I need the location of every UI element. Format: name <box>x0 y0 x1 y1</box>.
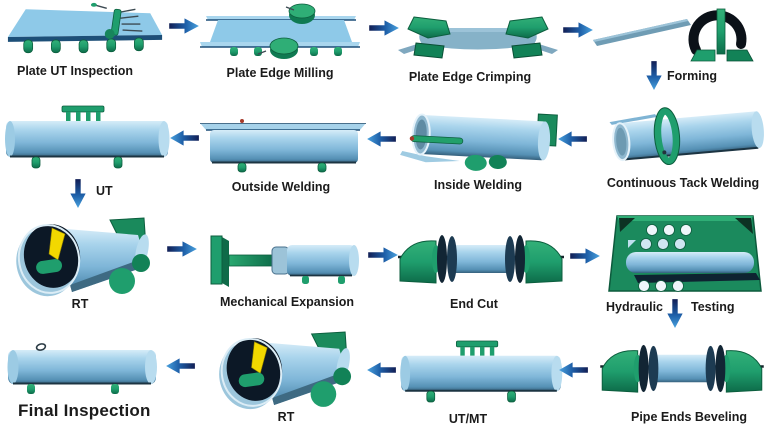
arrow-milling-to-crimping-icon <box>369 20 399 36</box>
label-forming: Forming <box>667 69 717 83</box>
hydraulic-testing-illustration <box>608 215 762 293</box>
arrow-plate-ut-to-milling-icon <box>169 18 199 34</box>
plate-edge-milling-illustration <box>199 3 361 60</box>
mechanical-expansion-illustration <box>210 235 360 288</box>
label-rt-2: RT <box>277 410 295 424</box>
final-inspection-pipe-illustration <box>6 341 158 395</box>
arrow-beveling-to-ut-mt-icon <box>559 362 588 378</box>
inside-welding-illustration <box>398 105 559 176</box>
arrow-hydraulic-testing-down-icon <box>667 299 683 328</box>
label-end-cut: End Cut <box>450 297 498 311</box>
arrow-forming-down-icon <box>646 61 662 90</box>
outside-welding-illustration <box>199 118 367 173</box>
ut-mt-pipe-illustration <box>399 339 564 404</box>
label-final-inspection: Final Inspection <box>18 401 151 420</box>
arrow-mechanical-expansion-to-end-cut-icon <box>368 247 398 263</box>
label-mechanical-expansion: Mechanical Expansion <box>219 295 355 309</box>
label-outside-welding: Outside Welding <box>231 180 331 194</box>
arrow-ut-mt-to-rt-icon <box>367 362 396 378</box>
label-inside-welding: Inside Welding <box>434 178 522 192</box>
rt-pipe-illustration <box>9 217 153 303</box>
label-testing: Testing <box>691 300 735 314</box>
rt-pipe-2-illustration <box>212 330 354 415</box>
arrow-rt-to-mechanical-expansion-icon <box>167 241 197 257</box>
label-ut: UT <box>96 184 113 198</box>
arrow-inside-to-outside-welding-icon <box>367 131 396 147</box>
plate-ut-inspection-illustration <box>7 2 163 54</box>
arrow-crimping-to-forming-icon <box>563 22 593 38</box>
arrow-end-cut-to-hydraulic-testing-icon <box>570 248 600 264</box>
label-rt: RT <box>71 297 89 311</box>
plate-edge-crimping-illustration <box>397 16 559 59</box>
forming-illustration <box>593 0 768 62</box>
label-continuous-tack-welding: Continuous Tack Welding <box>606 176 760 190</box>
label-plate-edge-crimping: Plate Edge Crimping <box>408 70 532 84</box>
pipe-ends-beveling-illustration <box>599 343 765 394</box>
label-hydraulic: Hydraulic <box>606 300 663 314</box>
arrow-outside-welding-to-ut-icon <box>170 130 199 146</box>
label-plate-edge-milling: Plate Edge Milling <box>226 66 334 80</box>
label-ut-mt: UT/MT <box>448 412 488 426</box>
arrow-tack-to-inside-welding-icon <box>558 131 587 147</box>
ut-pipe-illustration <box>4 105 171 169</box>
label-pipe-ends-beveling: Pipe Ends Beveling <box>630 410 748 424</box>
label-plate-ut-inspection: Plate UT Inspection <box>17 64 133 78</box>
continuous-tack-welding-illustration <box>593 102 768 167</box>
arrow-ut-down-icon <box>70 179 86 208</box>
arrow-rt-to-final-inspection-icon <box>166 358 195 374</box>
end-cut-illustration <box>396 233 566 285</box>
